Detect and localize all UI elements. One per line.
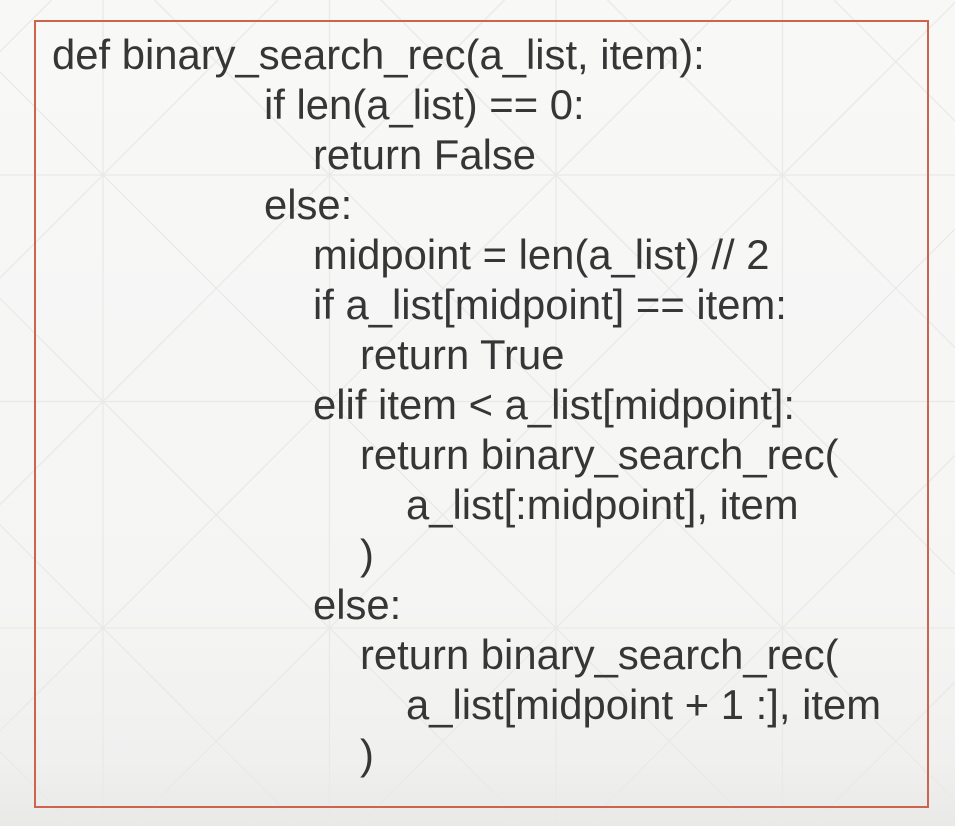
pattern-line <box>0 0 732 732</box>
code-line: def binary_search_rec(a_list, item): <box>52 31 705 78</box>
pattern-line <box>0 71 755 826</box>
pattern-line <box>0 524 302 826</box>
pattern-line <box>380 0 955 575</box>
code-line: else: <box>313 581 402 628</box>
code-line: a_list[:midpoint], item <box>406 481 799 528</box>
code-line: return binary_search_rec( <box>360 631 839 678</box>
pattern-line <box>131 1 955 826</box>
pattern-line <box>810 681 955 826</box>
code-line: ) <box>360 531 374 578</box>
pattern-line <box>607 0 955 349</box>
code-line: return binary_search_rec( <box>360 431 839 478</box>
code-line: if a_list[midpoint] == item: <box>313 281 787 328</box>
pattern-line <box>154 0 955 802</box>
code-line: else: <box>264 181 353 228</box>
pattern-line <box>0 0 505 506</box>
code-box: def binary_search_rec(a_list, item):if l… <box>34 20 929 808</box>
pattern-line <box>584 454 955 826</box>
code-line: ) <box>360 731 374 778</box>
code-line: if len(a_list) == 0: <box>264 81 585 128</box>
code-line: midpoint = len(a_list) // 2 <box>313 231 770 278</box>
code-line: return True <box>360 331 565 378</box>
pattern-line <box>357 228 955 826</box>
code-line: elif item < a_list[midpoint]: <box>313 381 796 428</box>
pattern-line <box>0 0 279 279</box>
code-line: return False <box>313 131 537 178</box>
pattern-line <box>0 297 528 826</box>
code-line: a_list[midpoint + 1 :], item <box>406 681 882 728</box>
code-block: def binary_search_rec(a_list, item):if l… <box>52 30 927 780</box>
